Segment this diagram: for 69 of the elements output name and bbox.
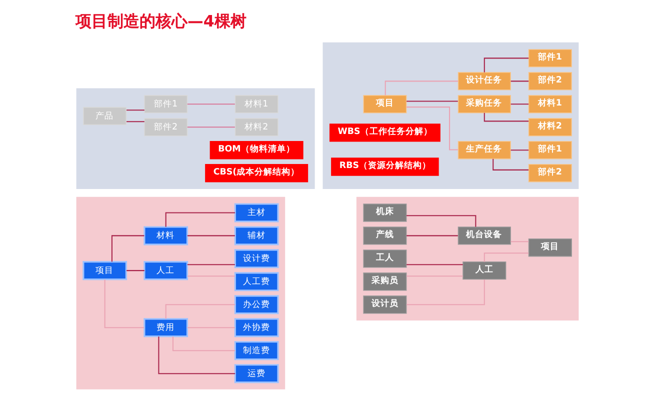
connector xyxy=(484,112,529,122)
connector xyxy=(104,279,144,328)
cluster xyxy=(321,40,580,191)
node-box: 人工 xyxy=(462,261,506,280)
node-box: 运费 xyxy=(234,364,279,384)
node-box: 产线 xyxy=(363,226,407,245)
node-box: 生产任务 xyxy=(458,141,511,160)
node-box: 材料 xyxy=(144,226,188,246)
connector xyxy=(111,235,144,262)
connector xyxy=(406,280,485,306)
node-box: 外协费 xyxy=(234,318,279,338)
node-box: 部件2 xyxy=(528,72,572,90)
connector xyxy=(510,104,529,105)
node-box: 项目 xyxy=(82,261,128,280)
node-box: CBS(成本分解结构） xyxy=(205,164,308,182)
connector xyxy=(126,121,144,122)
node-box: 费用 xyxy=(144,318,188,338)
node-box: 材料1 xyxy=(528,95,572,114)
node-box: WBS（工作任务分解） xyxy=(329,124,440,142)
node-box: 项目 xyxy=(363,95,407,114)
connector xyxy=(187,264,235,266)
node-box: 机床 xyxy=(363,204,407,222)
node-box: 项目 xyxy=(528,238,572,257)
connector xyxy=(187,327,235,328)
connector xyxy=(492,158,529,170)
node-box: 采购任务 xyxy=(458,95,511,114)
node-box: 机台设备 xyxy=(458,226,511,245)
node-box: 人工 xyxy=(144,261,188,280)
connector xyxy=(484,58,529,72)
connector xyxy=(187,126,235,128)
connector xyxy=(510,150,529,151)
node-box: 辅材 xyxy=(234,226,279,246)
cluster xyxy=(354,195,580,322)
node-box: BOM（物料清单） xyxy=(210,141,304,160)
connector xyxy=(126,270,144,272)
connector xyxy=(187,104,235,105)
node-box: 采购员 xyxy=(363,272,407,291)
connector xyxy=(406,264,463,266)
connector xyxy=(165,304,236,319)
node-box: 部件2 xyxy=(528,164,572,182)
connector xyxy=(406,106,458,150)
node-box: RBS（资源分解结构） xyxy=(331,158,439,176)
node-box: 工人 xyxy=(363,250,407,268)
connector xyxy=(384,80,458,96)
node-box: 办公费 xyxy=(234,295,279,314)
node-box: 制造费 xyxy=(234,341,279,360)
connector xyxy=(187,276,235,277)
cluster xyxy=(74,195,287,392)
connector xyxy=(406,215,476,227)
node-box: 设计任务 xyxy=(458,72,511,90)
node-box: 人工费 xyxy=(234,272,279,292)
node-box: 设计费 xyxy=(234,249,279,268)
node-box: 设计员 xyxy=(363,296,407,314)
connector xyxy=(510,80,529,82)
connector xyxy=(187,235,235,236)
node-box: 部件1 xyxy=(528,49,572,68)
cluster xyxy=(74,86,316,191)
node-box: 材料2 xyxy=(528,118,572,136)
node-box: 部件1 xyxy=(528,141,572,160)
connector xyxy=(172,336,236,352)
connector xyxy=(406,100,458,102)
connector xyxy=(484,252,529,262)
connector xyxy=(510,241,529,242)
connector xyxy=(406,235,458,236)
connector xyxy=(158,336,236,374)
diagram-title: 项目制造的核心—4棵树 xyxy=(76,11,246,30)
connector xyxy=(406,276,463,277)
node-box: 主材 xyxy=(234,203,279,222)
connector xyxy=(126,110,144,111)
